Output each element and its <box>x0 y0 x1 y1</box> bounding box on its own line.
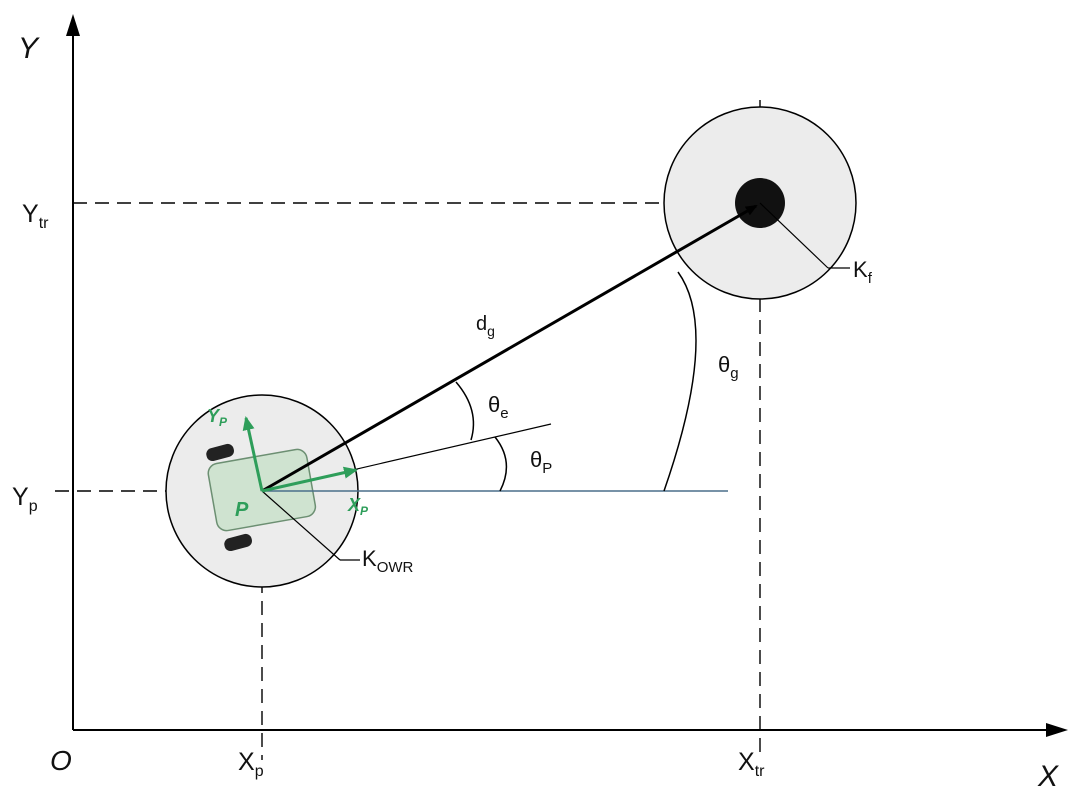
x-robot-tick-label: Xp <box>238 748 264 780</box>
target-radius-line <box>759 202 829 269</box>
distance-label: dg <box>476 313 495 339</box>
theta-e-arc <box>455 381 475 441</box>
origin-label: O <box>50 745 72 776</box>
robot-radius-line <box>261 490 341 561</box>
robot-wheel-bottom <box>224 533 252 552</box>
x-target-tick-label: Xtr <box>738 748 765 780</box>
theta-g-label: θg <box>718 352 739 382</box>
robot-x-axis-arrow <box>261 466 358 493</box>
target-circle-label: Kf <box>853 257 873 287</box>
y-axis-arrowhead <box>66 14 80 36</box>
robot-circle-label: KOWR <box>362 546 414 576</box>
robot-y-axis-arrow <box>242 416 264 492</box>
y-robot-tick-label: Yp <box>12 483 38 515</box>
theta-p-arc <box>494 436 508 492</box>
theta-p-label: θP <box>530 447 552 477</box>
theta-e-label: θe <box>488 392 509 422</box>
y-target-tick-label: Ytr <box>22 200 49 232</box>
x-axis-arrowhead <box>1046 723 1068 737</box>
x-axis-label: X <box>1037 760 1059 793</box>
robot-wheel-top <box>206 443 234 462</box>
distance-vector <box>261 204 758 493</box>
robot-x-axis-label: XP <box>347 495 369 518</box>
theta-g-arc <box>663 271 697 492</box>
robot-point-label: P <box>235 499 249 521</box>
robot-y-axis-label: YP <box>207 406 228 429</box>
y-axis-label: Y <box>18 32 40 65</box>
